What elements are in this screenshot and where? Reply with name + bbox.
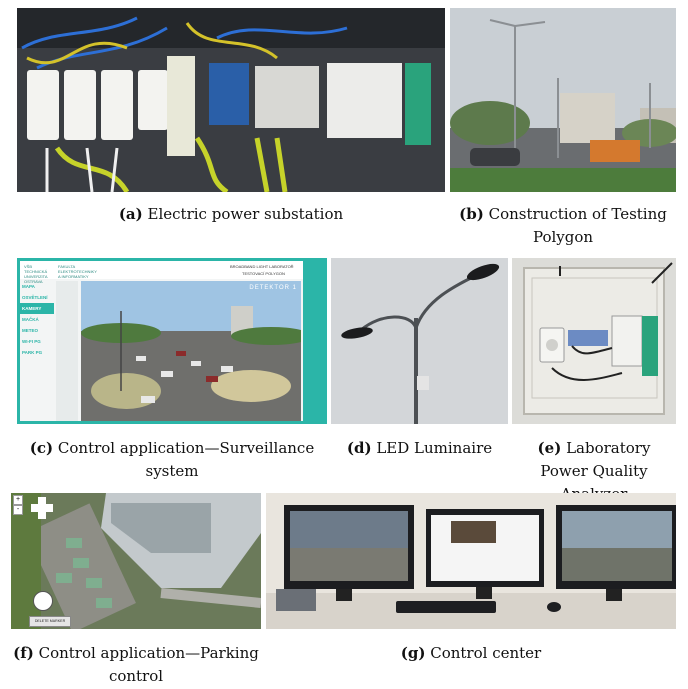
menu-item-mapa[interactable]: MAPA [22, 284, 35, 289]
menu-item-osvetleni[interactable]: OSVĚTLENÍ [22, 295, 48, 300]
menu-item-wifi[interactable]: WI-FI PG [22, 339, 41, 344]
app-right-panel [303, 261, 324, 421]
menu-item-kamery[interactable]: KAMERY [20, 303, 54, 314]
menu-item-meteo[interactable]: METEO [22, 328, 39, 333]
delete-marker-button[interactable]: DELETE MARKER [29, 616, 71, 627]
photo-testing-polygon [450, 8, 676, 192]
header-right: BROADBAND LIGHT LABORATOŘ [230, 264, 294, 269]
caption-c: (c) Control application—Surveillance sys… [29, 439, 315, 480]
app-header: VŠB TECHNICKÁ UNIVERZITA OSTRAVA FAKULTA… [20, 261, 324, 284]
photo-control-center [266, 493, 676, 629]
app-menu: MAPA OSVĚTLENÍ KAMERY MAČKÁ METEO WI-FI … [20, 281, 54, 358]
zoom-in-button[interactable]: + [13, 495, 23, 505]
caption-f: (f) Control application—Parking control [13, 644, 259, 685]
menu-item-park[interactable]: PARK PG [22, 350, 43, 355]
pan-control-icon[interactable] [31, 497, 53, 519]
caption-b: (b) Construction of Testing Polygon [459, 205, 667, 246]
photo-power-substation [17, 8, 445, 192]
header-left: VŠB TECHNICKÁ UNIVERZITA OSTRAVA [24, 264, 48, 284]
header-mid: FAKULTA ELEKTROTECHNIKY A INFORMATIKY [58, 264, 97, 279]
camera-caption: DETEKTOR 1 [249, 285, 297, 291]
menu-item-macka[interactable]: MAČKÁ [22, 317, 39, 322]
caption-a: (a) Electric power substation [118, 205, 344, 223]
parking-app: + - DELETE MARKER [11, 493, 261, 629]
photo-power-quality-analyzer [512, 258, 676, 424]
surveillance-app: VŠB TECHNICKÁ UNIVERZITA OSTRAVA FAKULTA… [17, 258, 327, 424]
caption-d: (d) LED Luminaire [346, 439, 493, 457]
camera-list [56, 281, 78, 421]
photo-led-luminaire [331, 258, 508, 424]
header-sub: TESTOVACÍ POLYGON [242, 271, 285, 276]
camera-view: DETEKTOR 1 [81, 281, 301, 421]
zoom-out-button[interactable]: - [13, 505, 23, 515]
compass-icon[interactable] [33, 591, 53, 611]
caption-g: (g) Control center [400, 644, 542, 662]
